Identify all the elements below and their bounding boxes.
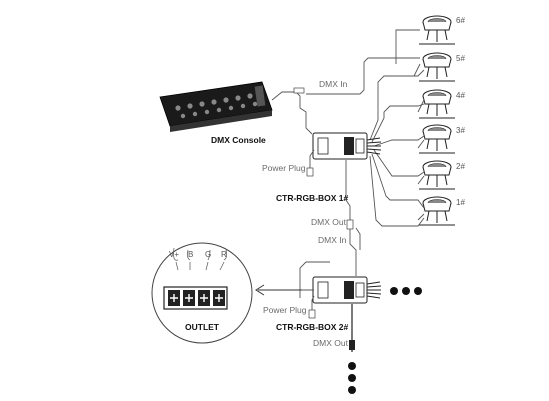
continuation-dots-down [348,362,356,394]
fixture-1 [419,196,455,226]
outlet-terminal-b: B [188,250,193,259]
outlet-terminal-g: G [205,250,211,259]
dmx-out-1-label: DMX Out [311,217,347,227]
dmx-in-2-label: DMX In [318,235,347,245]
fixture-2 [419,160,455,190]
ctr-rgb-box-1 [312,132,382,160]
outlet [151,242,253,344]
fixture-label-4: 4# [456,91,465,100]
ctr-rgb-box-2 [312,276,382,304]
power-plug-1-label: Power Plug [262,163,306,173]
outlet-arrow [255,284,302,296]
continuation-dots-right [390,287,422,295]
box1-label: CTR-RGB-BOX 1# [276,193,349,203]
fixture-3 [419,124,455,154]
fixture-6 [419,15,455,45]
power-plug-2-label: Power Plug [263,305,307,315]
fixture-4 [419,89,455,119]
fixture-label-1: 1# [456,198,465,207]
fixture-label-3: 3# [456,126,465,135]
dmx-out-2-label: DMX Out [313,338,349,348]
outlet-terminal-vplus: V+ [169,250,179,259]
outlet-label: OUTLET [185,322,220,332]
fixture-5 [419,52,455,82]
box2-label: CTR-RGB-BOX 2# [276,322,349,332]
fixture-label-5: 5# [456,54,465,63]
dmx-console [159,81,273,132]
fixture-label-2: 2# [456,162,465,171]
dmx-in-top-label: DMX In [319,79,348,89]
fixtures [419,15,455,226]
dmx-console-label: DMX Console [211,135,266,145]
fixture-label-6: 6# [456,16,465,25]
outlet-terminal-r: R [221,250,227,259]
